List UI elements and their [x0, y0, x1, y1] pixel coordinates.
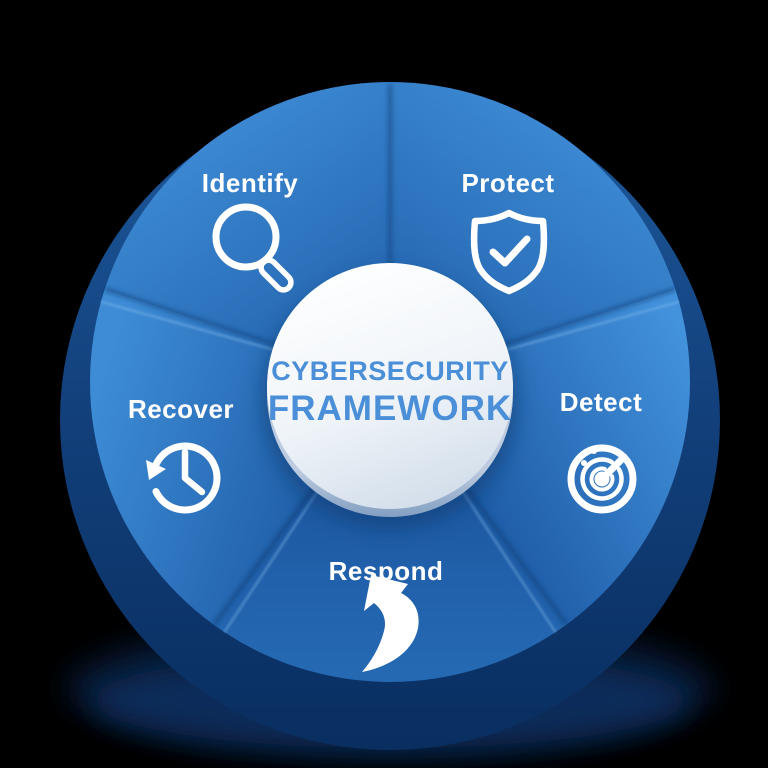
radar-middle-ring [580, 457, 624, 501]
segment-respond-wedge [213, 382, 567, 682]
radar-blip-dot-1 [591, 448, 597, 454]
shield-checkmark [489, 235, 531, 267]
shield-outline [470, 209, 548, 295]
segment-label-protect: Protect [461, 168, 554, 198]
clock-hands [181, 448, 206, 496]
segment-label-detect: Detect [560, 387, 642, 417]
clock-arrowhead [146, 460, 166, 480]
crease-left [104, 287, 287, 351]
clock-history-icon [146, 442, 221, 514]
magnifier-icon [212, 203, 294, 293]
bevel-recover-top [100, 300, 280, 353]
bevel-detect-top [500, 300, 680, 353]
segment-label-identify: Identify [202, 168, 298, 198]
title-line2: FRAMEWORK [268, 389, 512, 428]
bevel-respond-left [223, 477, 328, 633]
curved-arrow-icon [362, 575, 419, 672]
wedge-bevel-highlights [100, 300, 680, 633]
hub-circle [267, 263, 513, 509]
radar-center-dot [594, 471, 610, 487]
segment-label-recover: Recover [128, 394, 234, 424]
magnifier-handle [258, 257, 294, 293]
crease-right [493, 287, 676, 351]
radar-blip-dot-2 [581, 460, 587, 466]
bevel-respond-right [452, 477, 557, 633]
title-line1: CYBERSECURITY [271, 356, 509, 386]
magnifier-lens [212, 203, 280, 271]
radar-icon [567, 444, 637, 514]
radar-inner-ring [589, 466, 615, 492]
shield-check-icon [470, 209, 548, 295]
clock-ring [152, 442, 221, 514]
radar-outer-ring [567, 444, 637, 514]
